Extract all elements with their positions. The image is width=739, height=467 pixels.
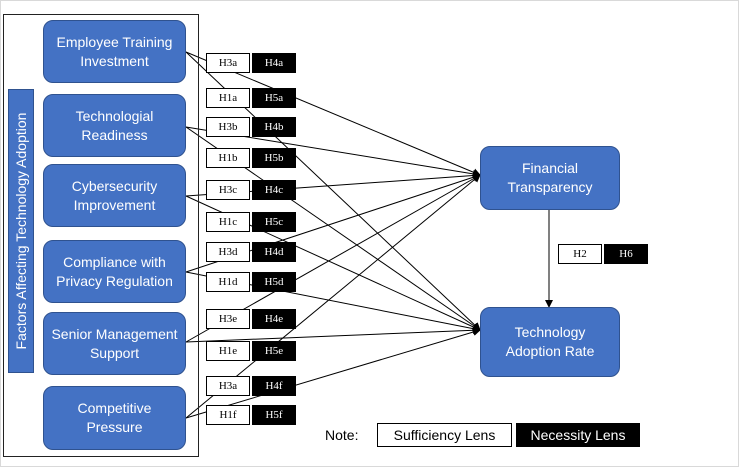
- factor-line1: Competitive: [77, 400, 152, 416]
- factors-side-label: Factors Affecting Technology Adoption: [13, 112, 29, 350]
- hypothesis-necessity-label: H4b: [252, 117, 296, 137]
- hypothesis-sufficiency-label: H1a: [206, 88, 250, 108]
- hypothesis-sufficiency-label: H3b: [206, 117, 250, 137]
- factor-line2: Investment: [80, 52, 149, 69]
- hypothesis-necessity-label: H5a: [252, 88, 296, 108]
- hypothesis-necessity-label: H5f: [252, 405, 296, 425]
- hypothesis-sufficiency-label: H3a: [206, 53, 250, 73]
- hypothesis-necessity-label: H4c: [252, 180, 296, 200]
- hypothesis-sufficiency-label: H1b: [206, 148, 250, 168]
- factor-line1: Employee Training: [56, 33, 173, 50]
- factor-line1: Cybersecurity: [71, 177, 158, 194]
- hypothesis-sufficiency-label: H1f: [206, 405, 250, 425]
- mediator-necessity-label: H6: [604, 244, 648, 264]
- legend-necessity-lens: Necessity Lens: [516, 423, 640, 447]
- hypothesis-necessity-label: H5c: [252, 212, 296, 232]
- factor-line2: Privacy Regulation: [56, 272, 173, 289]
- hypothesis-sufficiency-label: H3d: [206, 242, 250, 262]
- factor-line1: Technologial: [75, 107, 154, 124]
- hypothesis-sufficiency-label: H3a: [206, 376, 250, 396]
- outcome-line2: Adoption Rate: [505, 343, 595, 359]
- factor-line2: Support: [89, 344, 140, 361]
- hypothesis-sufficiency-label: H1c: [206, 212, 250, 232]
- factor-line1: Compliance with: [63, 253, 166, 270]
- hypothesis-sufficiency-label: H1d: [206, 272, 250, 292]
- outcome-line1: Technology: [514, 324, 586, 340]
- factor-line2: Improvement: [73, 196, 156, 213]
- legend-note-label: Note:: [325, 427, 359, 443]
- hypothesis-sufficiency-label: H3e: [206, 309, 250, 329]
- arrow-pressure-to-adoption: [185, 328, 481, 419]
- hypothesis-sufficiency-label: H3c: [206, 180, 250, 200]
- outcome-line2: Transparency: [507, 179, 593, 195]
- factor-line1: Senior Management: [51, 325, 178, 342]
- hypothesis-necessity-label: H5d: [252, 272, 296, 292]
- factor-line2: Readiness: [81, 126, 148, 143]
- hypothesis-necessity-label: H4f: [252, 376, 296, 396]
- hypothesis-necessity-label: H4d: [252, 242, 296, 262]
- factors-side-label-box: Factors Affecting Technology Adoption: [8, 89, 34, 373]
- legend-sufficiency-lens: Sufficiency Lens: [377, 423, 512, 447]
- arrow-management-to-adoption: [185, 326, 481, 343]
- hypothesis-necessity-label: H5b: [252, 148, 296, 168]
- outcome-line1: Financial: [521, 160, 578, 176]
- factor-line2: Pressure: [86, 419, 143, 435]
- hypothesis-necessity-label: H4e: [252, 309, 296, 329]
- hypothesis-necessity-label: H5e: [252, 341, 296, 361]
- mediator-sufficiency-label: H2: [558, 244, 602, 264]
- hypothesis-sufficiency-label: H1e: [206, 341, 250, 361]
- factors-group-border: [3, 14, 199, 457]
- hypothesis-necessity-label: H4a: [252, 53, 296, 73]
